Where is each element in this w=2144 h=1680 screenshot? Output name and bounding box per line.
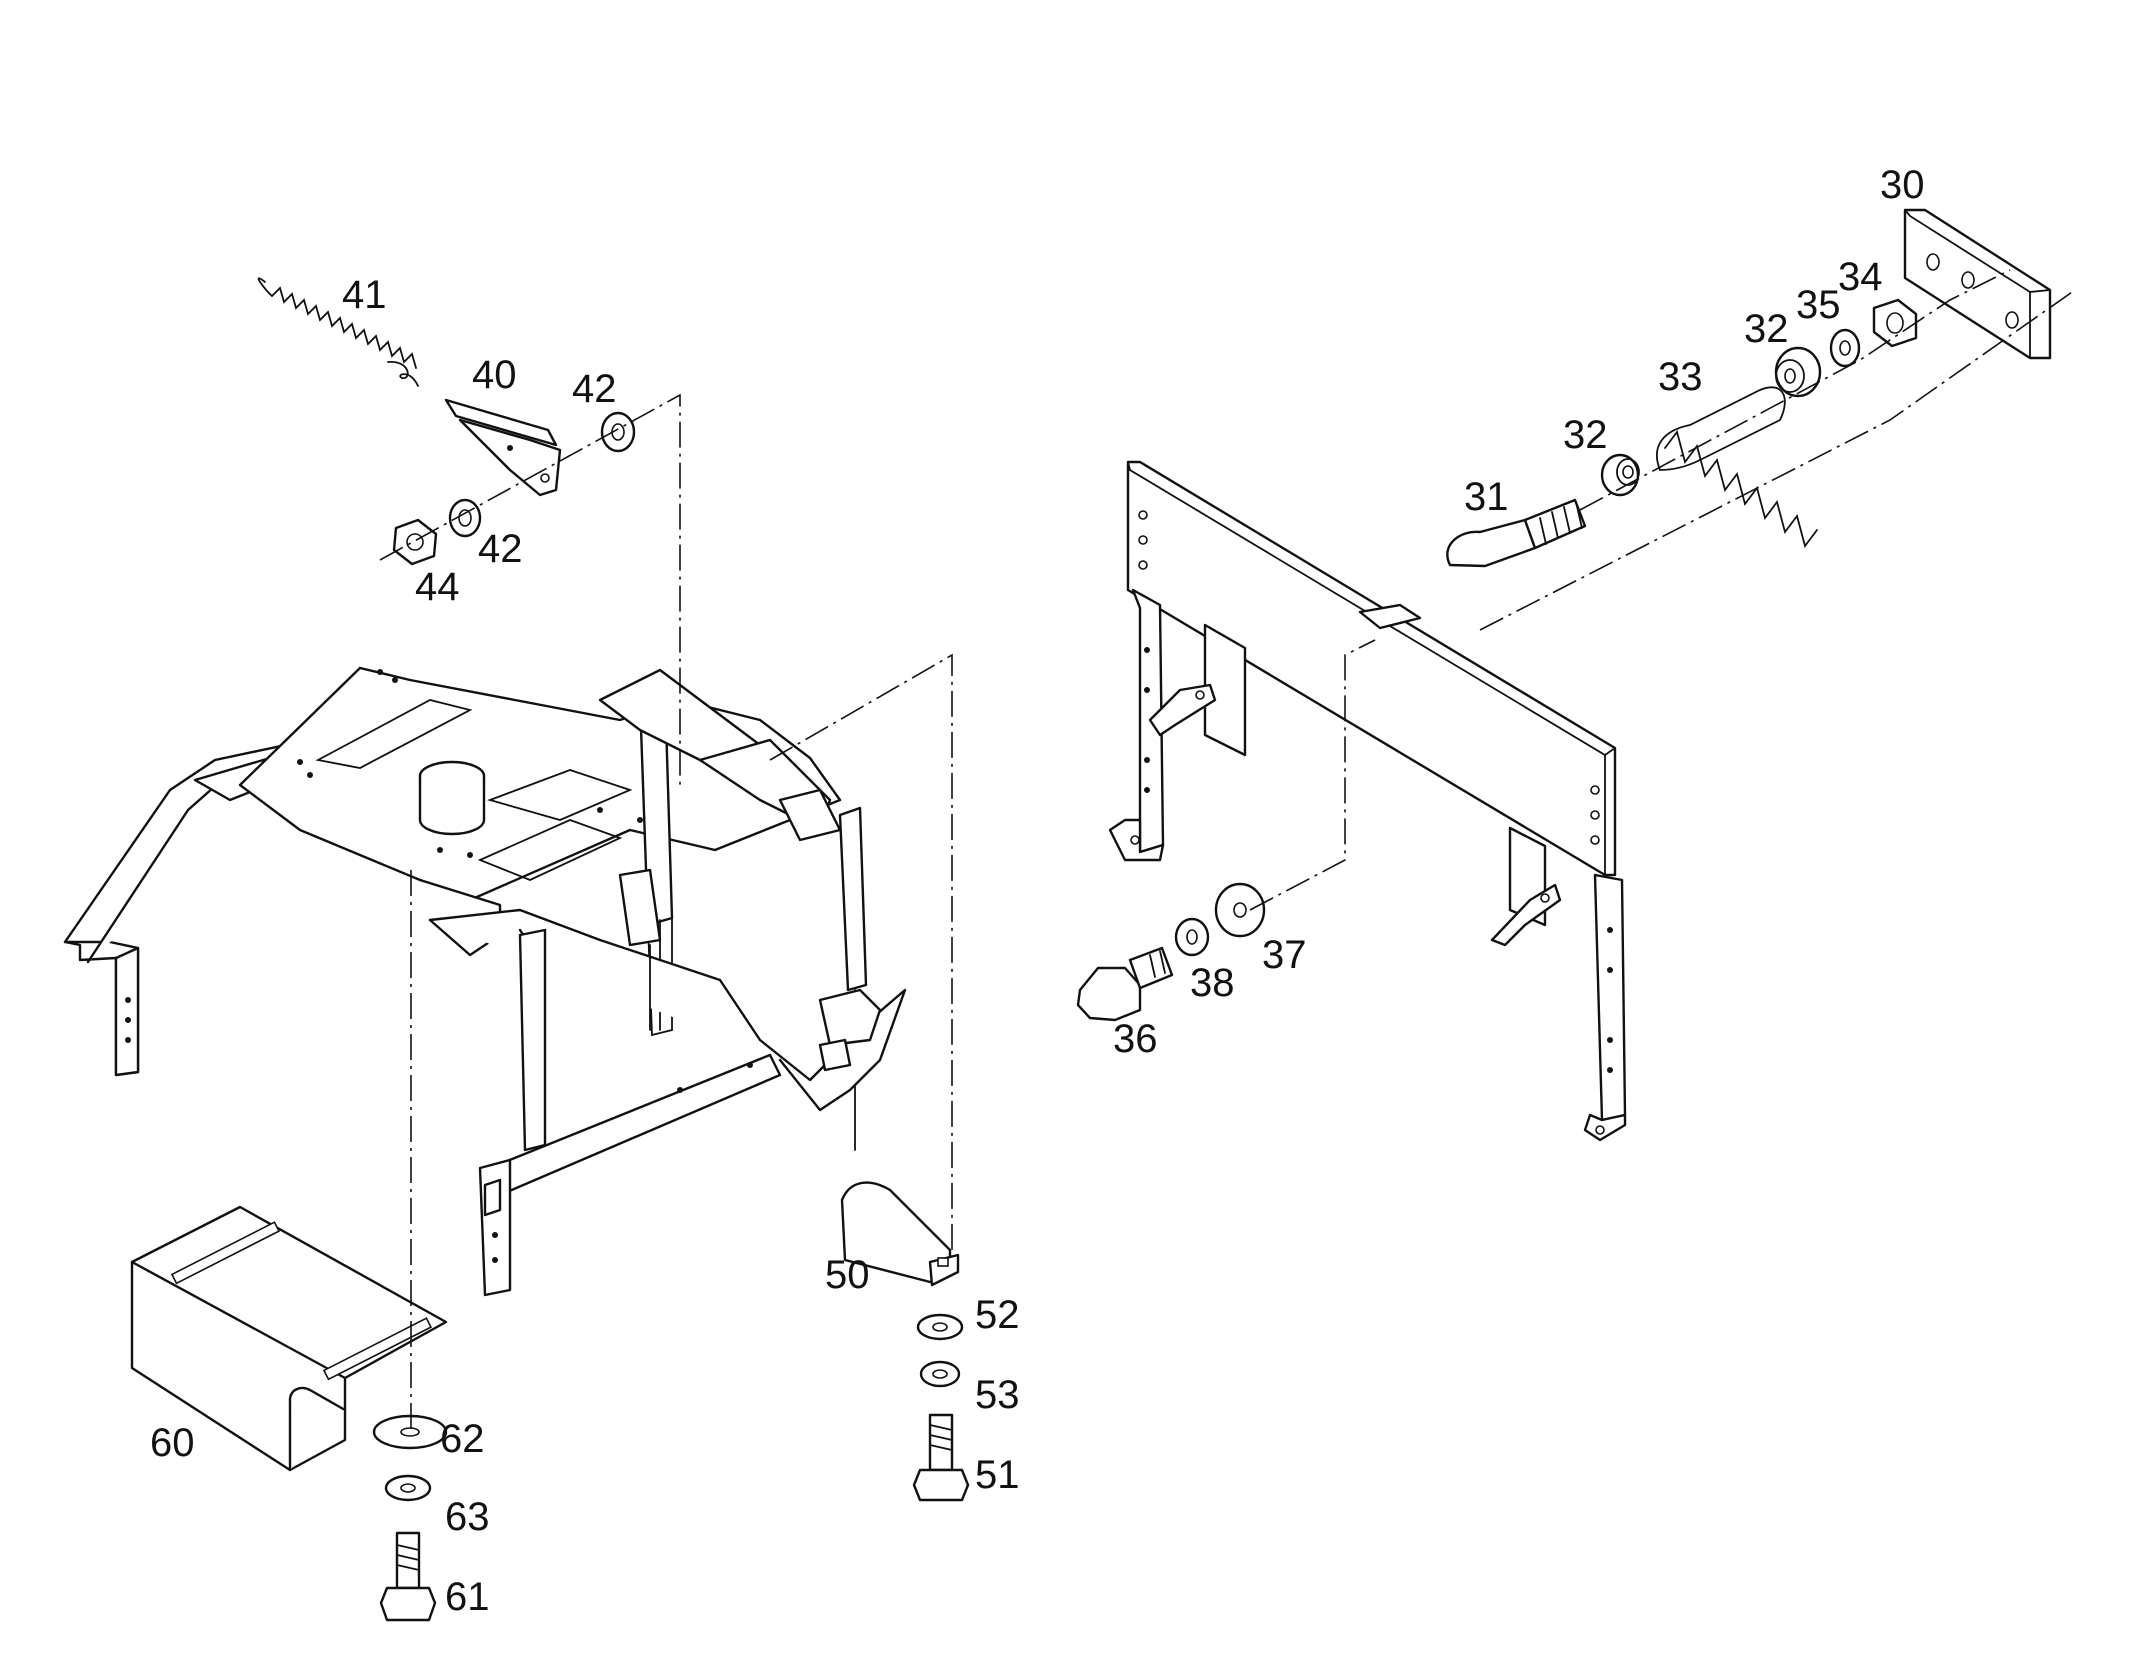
callout-35: 35	[1796, 283, 1841, 327]
callout-37: 37	[1262, 933, 1307, 977]
callout-61: 61	[445, 1575, 490, 1619]
callout-44: 44	[415, 565, 460, 609]
guide-stud-31	[1446, 498, 1587, 568]
callout-41: 41	[342, 273, 387, 317]
callout-62: 62	[440, 1417, 485, 1461]
bolt-36	[1076, 946, 1174, 1022]
assembly-lines	[379, 269, 2076, 1432]
callout-42-upper: 42	[572, 367, 617, 411]
callout-51: 51	[975, 1453, 1020, 1497]
callout-32-lower: 32	[1563, 413, 1608, 457]
bracket-40	[444, 398, 562, 497]
bracket-50	[840, 1181, 960, 1287]
washer-37	[1214, 882, 1266, 938]
callout-38: 38	[1190, 961, 1235, 1005]
guard-plate-60	[130, 1205, 448, 1472]
washer-42a	[600, 411, 636, 453]
callout-42-lower: 42	[478, 527, 523, 571]
callout-32-upper: 32	[1744, 307, 1789, 351]
callout-53: 53	[975, 1373, 1020, 1417]
washer-35	[1829, 328, 1861, 368]
callout-33: 33	[1658, 355, 1703, 399]
bolt-61	[379, 1531, 437, 1622]
nut-34	[1872, 298, 1918, 348]
spring-cup-32-lower	[1600, 453, 1640, 497]
washer-63	[384, 1474, 432, 1502]
mounting-frame	[1108, 460, 1627, 1142]
washer-52	[916, 1313, 964, 1341]
callout-30: 30	[1880, 163, 1925, 207]
callout-63: 63	[445, 1495, 490, 1539]
washer-42b	[448, 498, 482, 538]
callout-40: 40	[472, 353, 517, 397]
main-frame	[63, 666, 907, 1297]
bolt-51	[912, 1413, 970, 1502]
callout-50: 50	[825, 1253, 870, 1297]
callout-34: 34	[1838, 255, 1883, 299]
washer-62	[372, 1414, 448, 1450]
washer-53	[919, 1360, 961, 1388]
washer-38	[1174, 917, 1210, 957]
callout-60: 60	[150, 1421, 195, 1465]
callout-36: 36	[1113, 1017, 1158, 1061]
spring-41	[257, 277, 419, 387]
spring-cup-32-upper	[1774, 346, 1822, 398]
backing-plate-30	[1903, 208, 2052, 360]
nut-44	[392, 518, 438, 566]
spring-33	[1655, 386, 1818, 549]
callout-31: 31	[1464, 475, 1509, 519]
callout-52: 52	[975, 1293, 1020, 1337]
